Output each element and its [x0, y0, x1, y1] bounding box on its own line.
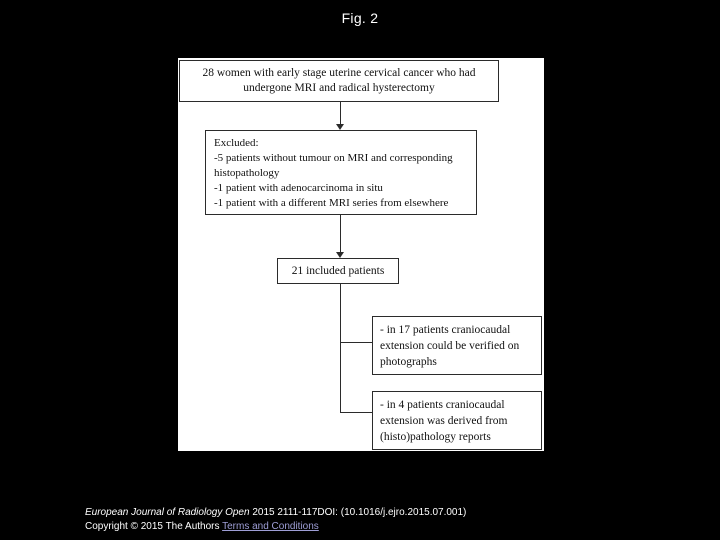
flowchart-box-excluded: Excluded: -5 patients without tumour on …: [205, 130, 477, 215]
citation-details: 2015 2111-117DOI: (10.1016/j.ejro.2015.0…: [249, 507, 467, 518]
citation-line: European Journal of Radiology Open 2015 …: [85, 506, 466, 519]
copyright-text: Copyright © 2015 The Authors: [85, 521, 223, 532]
figure-title: Fig. 2: [341, 10, 379, 26]
flowchart-box-cohort-text: 28 women with early stage uterine cervic…: [202, 67, 476, 94]
flowchart-box-pathology: - in 4 patients craniocaudal extension w…: [372, 391, 542, 450]
flowchart-box-included: 21 included patients: [277, 258, 399, 284]
flowchart-box-pathology-text: - in 4 patients craniocaudal extension w…: [380, 399, 508, 443]
excluded-item: -1 patient with adenocarcinoma in situ: [214, 182, 383, 194]
flowchart-box-photographs-text: - in 17 patients craniocaudal extension …: [380, 324, 520, 368]
excluded-header: Excluded:: [214, 137, 259, 149]
journal-name: European Journal of Radiology Open: [85, 507, 250, 518]
connector-line-branch-vertical: [340, 284, 341, 412]
connector-line-branch-photographs: [340, 342, 372, 343]
arrowhead-included: [336, 252, 344, 258]
terms-and-conditions-link[interactable]: Terms and Conditions: [222, 521, 319, 532]
excluded-item: -1 patient with a different MRI series f…: [214, 197, 449, 209]
flowchart-box-cohort: 28 women with early stage uterine cervic…: [179, 60, 499, 102]
flowchart-box-photographs: - in 17 patients craniocaudal extension …: [372, 316, 542, 375]
connector-line-excluded-to-included: [340, 215, 341, 252]
flowchart-box-included-text: 21 included patients: [291, 264, 385, 277]
excluded-item: -5 patients without tumour on MRI and co…: [214, 152, 453, 179]
connector-line-branch-pathology: [340, 412, 372, 413]
copyright-line: Copyright © 2015 The Authors Terms and C…: [85, 520, 319, 533]
connector-line-top-to-excluded: [340, 102, 341, 124]
flowchart-figure: 28 women with early stage uterine cervic…: [178, 58, 544, 451]
arrowhead-excluded: [336, 124, 344, 130]
